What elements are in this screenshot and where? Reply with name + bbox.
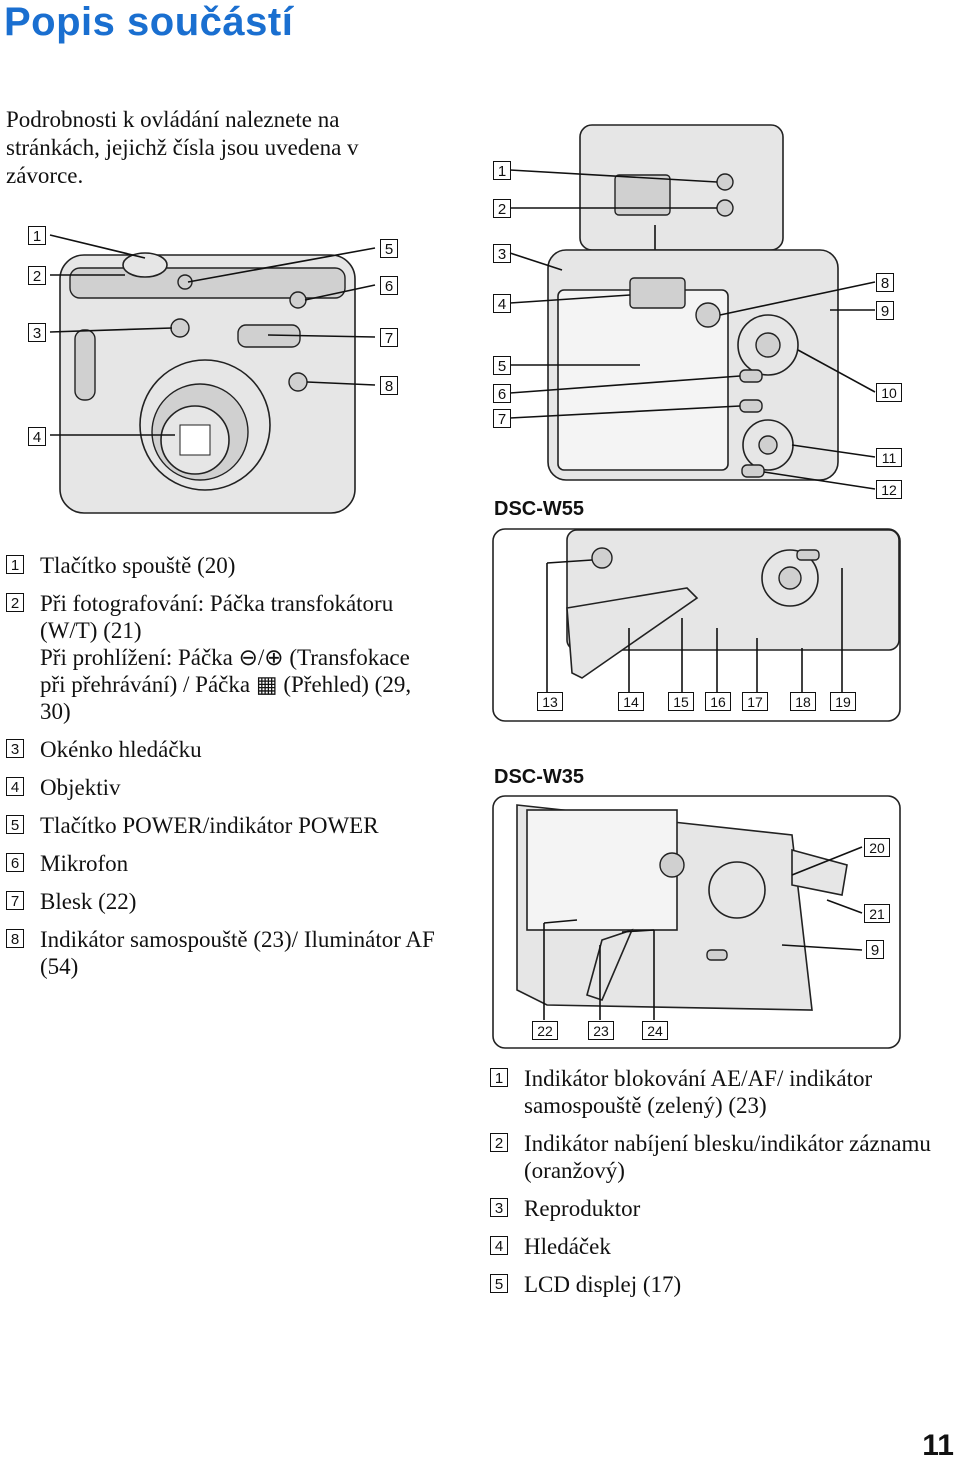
callout-back-3: 3 xyxy=(493,244,511,263)
page-title: Popis součástí xyxy=(4,0,294,44)
model-label-w55: DSC-W55 xyxy=(494,498,585,520)
callout-back-8: 8 xyxy=(876,273,894,292)
front-camera-illustration xyxy=(49,234,376,514)
callout-4: 4 xyxy=(28,427,46,446)
callout-15: 15 xyxy=(668,692,694,711)
callout-2: 2 xyxy=(28,266,46,285)
callout-back-2: 2 xyxy=(493,199,511,218)
callout-19: 19 xyxy=(830,692,856,711)
callout-23: 23 xyxy=(588,1021,614,1040)
callout-6: 6 xyxy=(380,276,398,295)
callout-1: 1 xyxy=(28,226,46,245)
callout-back-7: 7 xyxy=(493,409,511,428)
callout-back-10: 10 xyxy=(876,383,902,402)
bottom-view-illustration xyxy=(492,528,901,722)
callout-24: 24 xyxy=(642,1021,668,1040)
intro-text: Podrobnosti k ovládání naleznete na strá… xyxy=(6,107,359,188)
page-number: 11 xyxy=(922,1429,954,1462)
callout-21: 21 xyxy=(864,904,890,923)
callout-back-5: 5 xyxy=(493,356,511,375)
callout-18: 18 xyxy=(790,692,816,711)
callout-20: 20 xyxy=(864,838,890,857)
callout-back-6: 6 xyxy=(493,384,511,403)
w35-illustration xyxy=(492,795,901,1049)
callout-7: 7 xyxy=(380,328,398,347)
callout-8: 8 xyxy=(380,376,398,395)
callout-5: 5 xyxy=(380,239,398,258)
callout-13: 13 xyxy=(537,692,563,711)
callout-16: 16 xyxy=(705,692,731,711)
callout-back-12: 12 xyxy=(876,480,902,499)
callout-back-9: 9 xyxy=(876,301,894,320)
callout-back-1: 1 xyxy=(493,161,511,180)
callout-back-4: 4 xyxy=(493,294,511,313)
callout-back-11: 11 xyxy=(876,448,902,467)
callout-14: 14 xyxy=(618,692,644,711)
back-camera-illustration xyxy=(509,124,876,490)
callout-17: 17 xyxy=(742,692,768,711)
model-label-w35: DSC-W35 xyxy=(494,766,585,788)
callout-22: 22 xyxy=(532,1021,558,1040)
callout-3: 3 xyxy=(28,323,46,342)
callout-w35-9: 9 xyxy=(866,940,884,959)
